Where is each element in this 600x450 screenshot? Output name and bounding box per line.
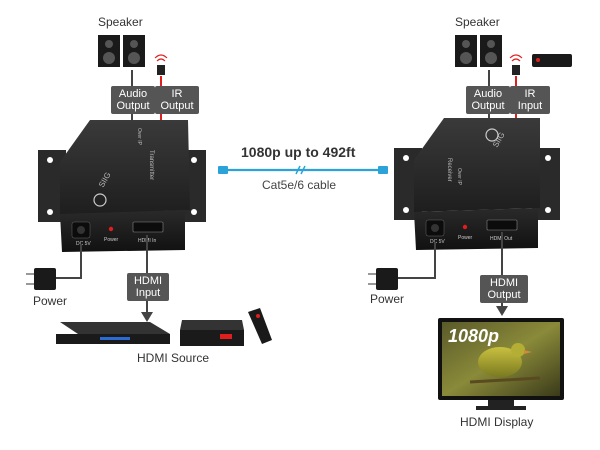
receiver-over-ip-text: Over IP: [456, 168, 462, 186]
ir-input-tag-line1: IR: [524, 88, 536, 100]
audio-output-tag-right: Audio Output: [466, 86, 510, 114]
power-cable-right: [398, 242, 436, 279]
hdmi-input-tag-line1: HDMI: [133, 275, 163, 287]
ir-receiver-icon-right: [509, 54, 523, 75]
power-label-left: Power: [33, 294, 68, 308]
hdmi-display-monitor: [438, 318, 564, 410]
audio-output-tag-left: Audio Output: [111, 86, 155, 114]
hdmi-output-tag-line1: HDMI: [489, 277, 519, 289]
ir-output-tag: IR Output: [155, 86, 199, 114]
audio-output-tag-right-line2: Output: [471, 100, 505, 112]
power-label-right: Power: [370, 292, 405, 306]
hdmi-output-tag-line2: Output: [487, 289, 521, 301]
remote-control-icon-right: [532, 54, 572, 67]
link-cable-label: Cat5e/6 cable: [262, 178, 337, 192]
bird-image: [478, 347, 522, 377]
speaker-icon-left: [98, 35, 145, 67]
hdmi-output-tag: HDMI Output: [480, 275, 528, 303]
link-headline: 1080p up to 492ft: [241, 144, 356, 160]
ir-output-tag-line2: Output: [160, 100, 194, 112]
hdmi-source-label: HDMI Source: [137, 351, 210, 365]
audio-output-tag-right-line1: Audio: [473, 88, 503, 100]
power-adapter-icon-right: [368, 268, 398, 290]
hdmi-input-tag-line2: Input: [135, 287, 161, 299]
receiver-device-text: Receiver: [446, 158, 452, 182]
ir-input-tag: IR Input: [510, 86, 550, 114]
receiver-dc-jack-label: DC 5V: [430, 239, 445, 245]
receiver-device: [394, 118, 560, 250]
hdmi-display-label: HDMI Display: [460, 415, 534, 429]
receiver-power-led-label: Power: [458, 235, 473, 241]
ir-output-tag-line1: IR: [171, 88, 183, 100]
transmitter-device-text: Transmitter: [148, 150, 154, 180]
ir-input-tag-line2: Input: [517, 100, 543, 112]
remote-control-icon: [248, 308, 272, 344]
audio-output-tag-left-line2: Output: [116, 100, 150, 112]
transmitter-device: [38, 120, 206, 252]
transmitter-over-ip-text: Over IP: [136, 128, 142, 146]
speaker-label-right: Speaker: [455, 15, 500, 29]
power-adapter-icon-left: [26, 268, 56, 290]
display-resolution-text: 1080p: [448, 326, 499, 346]
blu-ray-player-icon: [56, 322, 170, 344]
audio-output-tag-left-line1: Audio: [118, 88, 148, 100]
hdmi-input-arrow: [141, 312, 153, 322]
transmitter-dc-jack-label: DC 5V: [76, 241, 91, 247]
speaker-label-left: Speaker: [98, 15, 143, 29]
cat-cable: [218, 165, 388, 175]
hdmi-input-tag: HDMI Input: [127, 273, 169, 301]
ir-emitter-icon-left: [154, 54, 168, 75]
transmitter-power-led-label: Power: [104, 237, 119, 243]
hdmi-output-arrow: [496, 306, 508, 316]
speaker-icon-right: [455, 35, 502, 67]
set-top-box-icon: [180, 320, 244, 346]
power-cable-left: [56, 244, 82, 279]
